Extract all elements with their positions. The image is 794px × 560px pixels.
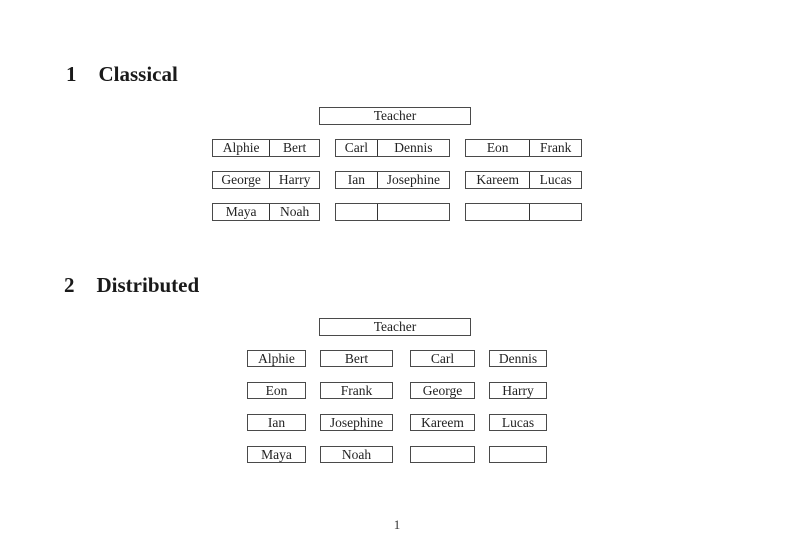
desk: Maya (247, 446, 306, 463)
page-number: 1 (393, 517, 401, 532)
desk: Ian (247, 414, 306, 431)
desk-seat: Noah (279, 204, 310, 219)
desk-seat: Alphie (213, 140, 271, 156)
section-number: 1 (66, 62, 77, 86)
desk: Ian Josephine (335, 171, 450, 189)
desk-seat: Carl (336, 140, 378, 156)
desk-seat: Lucas (539, 172, 572, 187)
teacher-label: Teacher (373, 108, 417, 123)
desk: Carl (410, 350, 475, 367)
desk: Eon (247, 382, 306, 399)
desk: Lucas (489, 414, 547, 431)
desk-seat: Josephine (386, 172, 441, 187)
desk: Dennis (489, 350, 547, 367)
desk: George Harry (212, 171, 320, 189)
desk-seat: Maya (213, 204, 271, 220)
desk: Kareem (410, 414, 475, 431)
teacher-box-distributed: Teacher (319, 318, 471, 336)
section-heading-classical: 1 Classical (66, 62, 178, 87)
desk-seat: Dennis (394, 140, 433, 155)
desk-seat: Bert (282, 140, 307, 155)
section-title: Distributed (96, 273, 200, 297)
desk-seat: Kareem (466, 172, 531, 188)
desk: Bert (320, 350, 393, 367)
desk-seat: Eon (466, 140, 531, 156)
desk: Alphie (247, 350, 306, 367)
desk-empty (465, 203, 582, 221)
section-heading-distributed: 2 Distributed (64, 273, 199, 298)
section-title: Classical (98, 62, 178, 86)
desk-empty (410, 446, 475, 463)
section-number: 2 (64, 273, 75, 297)
desk-empty (335, 203, 450, 221)
teacher-box-classical: Teacher (319, 107, 471, 125)
desk: George (410, 382, 475, 399)
desk: Carl Dennis (335, 139, 450, 157)
teacher-label: Teacher (373, 319, 417, 334)
desk: Maya Noah (212, 203, 320, 221)
desk: Noah (320, 446, 393, 463)
desk-seat (530, 204, 581, 220)
desk-seat: Ian (336, 172, 378, 188)
desk-seat: Frank (539, 140, 572, 155)
desk: Kareem Lucas (465, 171, 582, 189)
desk-empty (489, 446, 547, 463)
desk-seat (378, 204, 449, 220)
desk-seat: Harry (278, 172, 311, 187)
desk: Eon Frank (465, 139, 582, 157)
desk: Alphie Bert (212, 139, 320, 157)
desk-seat: George (213, 172, 271, 188)
desk: Josephine (320, 414, 393, 431)
desk-seat (466, 204, 531, 220)
desk: Harry (489, 382, 547, 399)
desk-seat (336, 204, 378, 220)
desk: Frank (320, 382, 393, 399)
